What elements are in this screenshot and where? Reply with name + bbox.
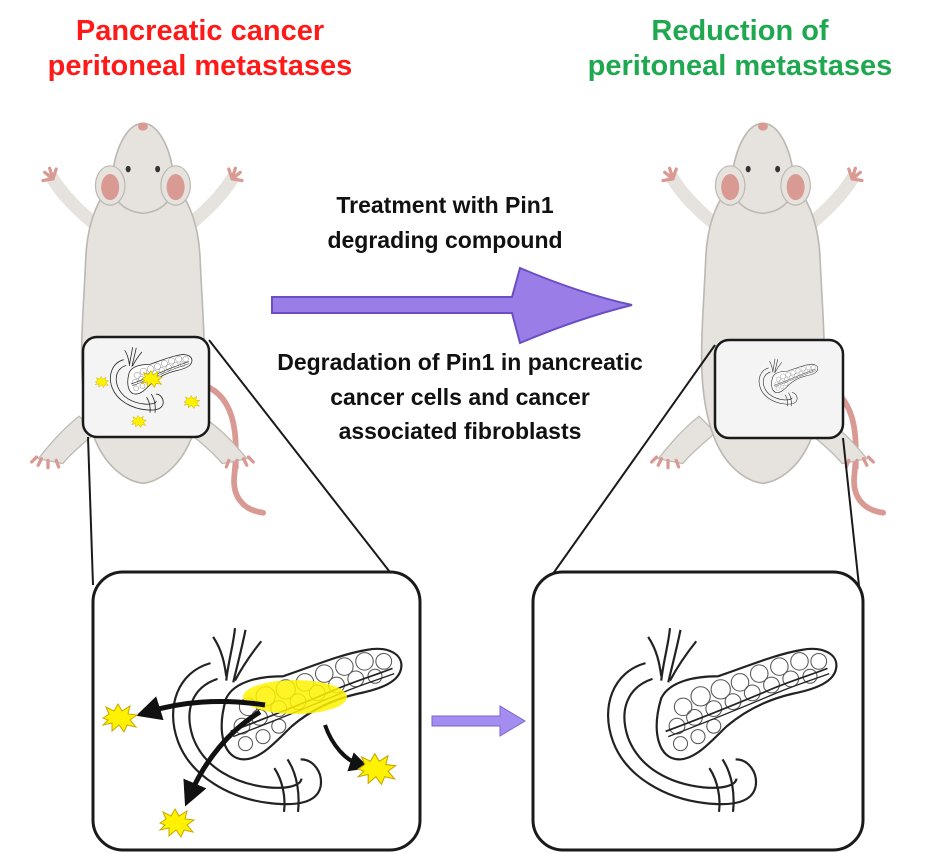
mouse-icon-left [32,122,264,512]
treatment-arrow-icon [271,266,633,345]
mouse-icon-right [652,122,884,512]
treatment-line1: Treatment with Pin1 [336,192,554,218]
small-arrow-icon [431,705,526,737]
title-left: Pancreatic cancer peritoneal metastases [20,14,380,85]
title-right-line1: Reduction of [651,15,829,47]
title-right: Reduction of peritoneal metastases [560,14,920,85]
title-right-line2: peritoneal metastases [587,50,893,83]
zoom-line [544,344,716,586]
title-left-line1: Pancreatic cancer [75,15,325,47]
treatment-label: Treatment with Pin1 degrading compound [270,188,620,257]
zoom-line [208,339,401,586]
title-left-line2: peritoneal metastases [47,50,353,83]
zoom-line [87,436,94,586]
metastasis-arrow [323,724,370,772]
metastasis-arrow [136,696,266,721]
treatment-line2: degrading compound [327,226,563,253]
zoom-line [842,437,861,596]
mechanism-label: Degradation of Pin1 in pancreatic cancer… [225,345,695,449]
metastasis-arrow [183,709,262,807]
mechanism-line3: associated fibroblasts [338,418,582,444]
mechanism-line1: Degradation of Pin1 in pancreatic [277,349,643,375]
tumor-core [243,680,347,714]
mechanism-line2: cancer cells and cancer [330,383,590,410]
